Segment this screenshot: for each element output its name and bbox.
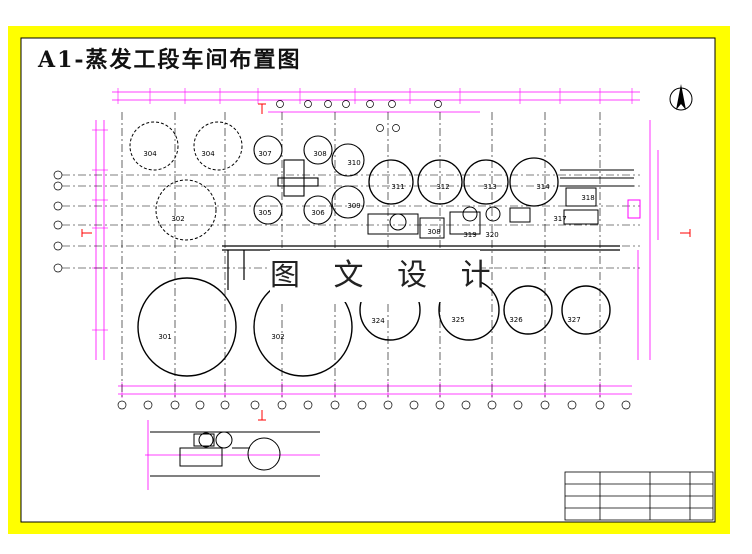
small-units [367, 169, 641, 239]
label-313: 313 [483, 183, 496, 191]
label-326: 326 [509, 316, 523, 324]
label-tank-304a: 304 [143, 150, 157, 158]
tanks-bottom-row [137, 277, 611, 377]
label-317: 317 [553, 215, 566, 223]
label-314: 314 [536, 183, 550, 191]
section-view [150, 431, 320, 477]
label-308b: 308 [427, 228, 440, 236]
axis-bubbles-top [276, 100, 442, 132]
north-arrow-icon [669, 84, 693, 111]
label-tank-304b: 304 [201, 150, 215, 158]
label-324: 324 [371, 317, 385, 325]
equipment-labels: 304 304 302 307 308 305 306 310 309 308 … [143, 150, 594, 341]
label-309: 309 [347, 202, 360, 210]
tanks-top-left [129, 121, 243, 241]
label-302: 302 [271, 333, 284, 341]
axis-bubbles-bottom [117, 400, 631, 410]
axis-bubbles-left [53, 170, 63, 273]
label-306: 306 [311, 209, 325, 217]
watermark: 图 文 设 计 [270, 250, 491, 302]
label-327: 327 [567, 316, 580, 324]
label-319: 319 [463, 231, 476, 239]
label-308a: 308 [313, 150, 326, 158]
label-320: 320 [485, 231, 498, 239]
label-tank-302-mid: 302 [171, 215, 184, 223]
label-301: 301 [158, 333, 171, 341]
page-title: A1-蒸发工段车间布置图 [38, 47, 302, 73]
label-310: 310 [347, 159, 360, 167]
label-312: 312 [436, 183, 449, 191]
label-318: 318 [581, 194, 594, 202]
section-markers [81, 103, 691, 421]
label-325: 325 [451, 316, 464, 324]
label-307: 307 [258, 150, 271, 158]
label-305: 305 [258, 209, 271, 217]
title-block [564, 471, 714, 521]
center-cluster [253, 135, 365, 225]
dimension-lines [95, 91, 659, 490]
label-311: 311 [391, 183, 404, 191]
tanks-top-row [368, 157, 559, 207]
